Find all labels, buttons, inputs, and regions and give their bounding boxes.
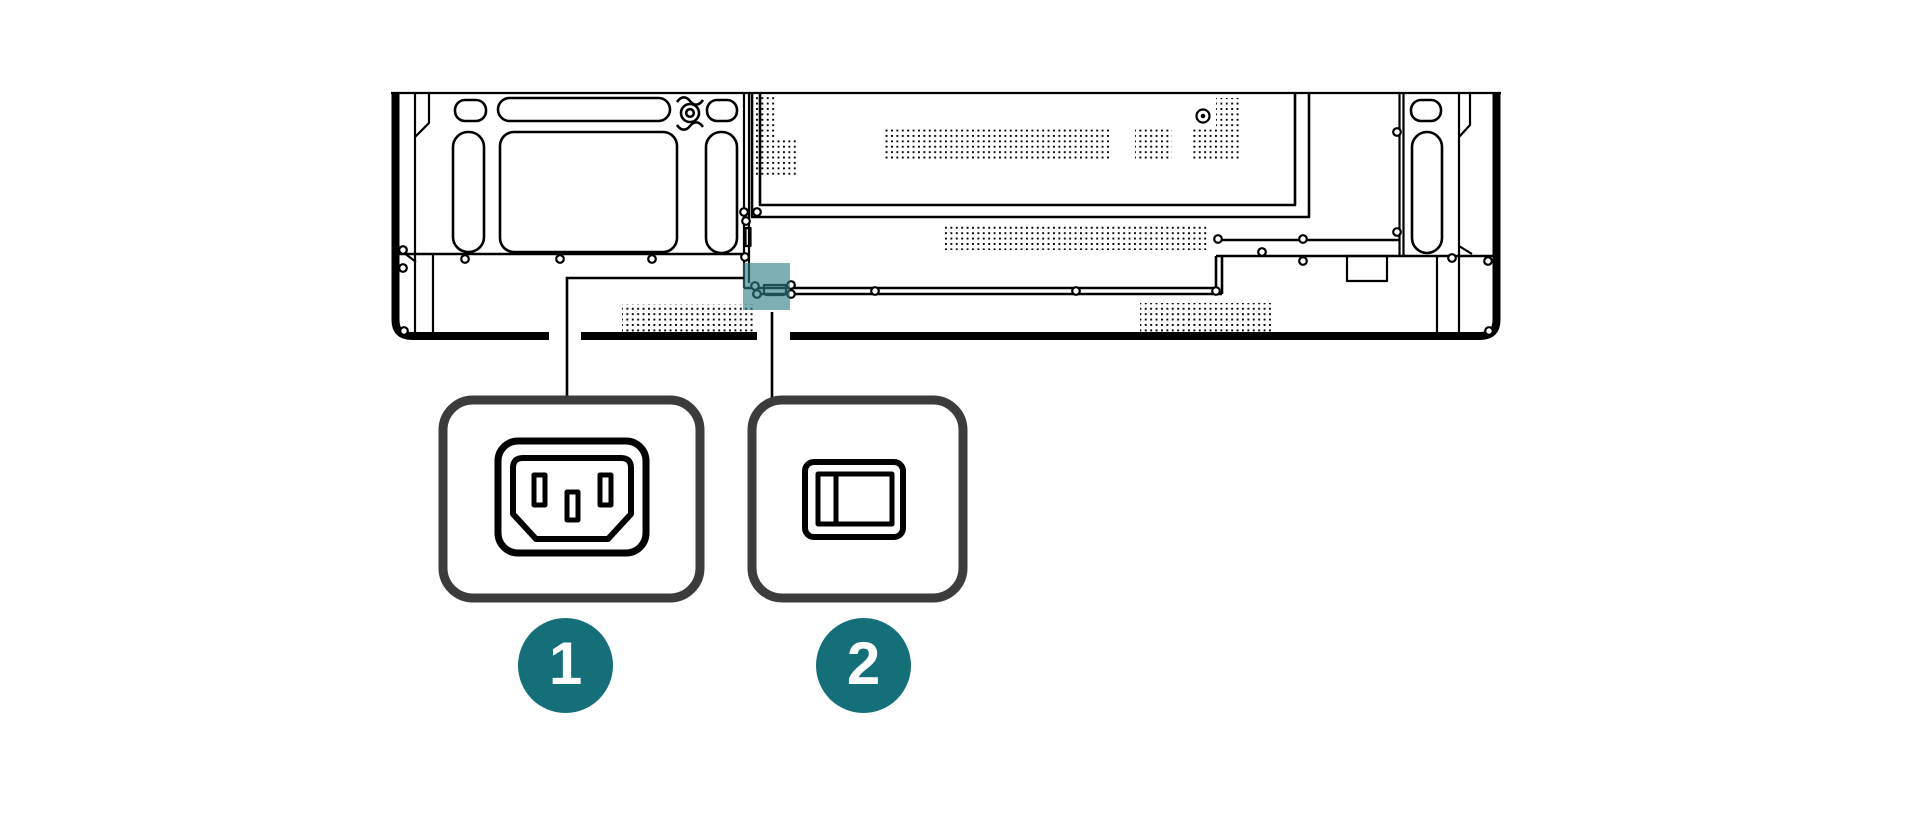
callout-number-2-label: 2 — [846, 629, 881, 697]
speaker-icon — [675, 96, 705, 131]
callout-number-1: 1 — [518, 618, 613, 713]
callout-number-1-label: 1 — [548, 629, 583, 697]
highlight-region — [743, 263, 790, 310]
power-inlet-icon — [494, 437, 650, 557]
callout-card-power-switch — [747, 395, 968, 603]
power-switch-icon — [802, 459, 906, 540]
vent-perforations — [622, 96, 1274, 332]
back-panel-outline — [391, 91, 1501, 340]
callout-card-power-inlet — [438, 395, 705, 603]
callout-number-2: 2 — [816, 618, 911, 713]
panel-recess-shapes — [451, 96, 1444, 255]
leader-line-1 — [565, 276, 744, 400]
